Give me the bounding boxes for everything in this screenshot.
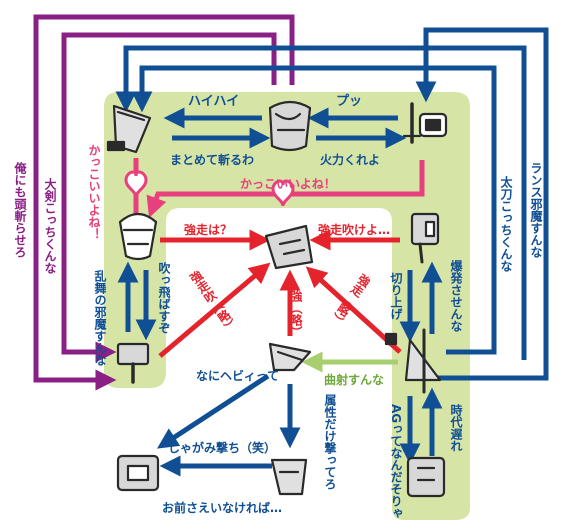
- lance-icon: [404, 328, 442, 394]
- great-sword-to-hunting-horn-connector: [33, 14, 295, 391]
- great-sword-icon: [106, 104, 152, 154]
- label-ranbu: 乱舞の邪魔すんな: [93, 269, 107, 367]
- long-sword-to-great-sword-connector: [131, 65, 497, 355]
- label-jidai: 時代遅れ: [449, 403, 463, 452]
- label-kakkoii-vertical: かっこいいよね！: [87, 144, 101, 240]
- blue-outer-connectors: [115, 27, 549, 381]
- long-sword-icon: [384, 332, 398, 346]
- great-sword-to-hammer-connector: [61, 32, 277, 363]
- label-kyousou-fuki: 強走吹けよ…: [318, 222, 390, 237]
- label-kiriage: 切り上げ: [389, 272, 403, 321]
- heavy-bowgun-icon: [116, 454, 160, 492]
- charge-blade-icon: [406, 456, 446, 498]
- label-shagami: しゃがみ撃ち（笑）: [168, 440, 276, 455]
- label-daiken: 大剣こっちくんな: [43, 177, 57, 275]
- purple-connectors: [33, 14, 295, 391]
- label-kyousou-wa: 強走は？: [184, 222, 232, 237]
- label-kyokusha: 曲射すんな: [324, 372, 384, 387]
- blue-inner-arrows: [117, 107, 443, 477]
- long-sword-to-lance-connector: [415, 27, 549, 381]
- label-ore-mo: 俺にも頭斬らせろ: [13, 161, 27, 258]
- label-kakkoii-horizontal: かっこいいよね！: [240, 177, 336, 191]
- label-nani-heavy: なにヘビィって: [196, 368, 279, 383]
- label-lance-jama: ランス邪魔すんな: [529, 162, 543, 259]
- label-zokusei: 属性だけ撃ってろ: [323, 394, 337, 490]
- label-ag: AGってなんだそりゃ: [389, 404, 403, 519]
- label-matomete: まとめて斬るわ: [170, 152, 254, 167]
- label-puh: プッ: [336, 94, 362, 109]
- label-kyou-ryaku: 強（略）: [289, 289, 303, 338]
- arrow-hammer-to-insect-glaive: [158, 262, 271, 358]
- melee-region-background: [104, 92, 470, 520]
- label-bakuhatsu: 爆発させんな: [449, 259, 463, 333]
- heart-icon: [124, 170, 148, 198]
- hunting-horn-icon: [268, 100, 312, 152]
- label-omae: お前さえいなければ…: [162, 500, 282, 515]
- label-tachi: 太刀こっちくんな: [499, 175, 513, 273]
- dual-blades-icon: [118, 212, 158, 261]
- light-bowgun-icon: [270, 458, 308, 496]
- arrow-bow-to-heavy-bowgun: [156, 373, 270, 449]
- sword-and-shield-icon: [402, 102, 448, 144]
- bow-icon: [268, 342, 312, 372]
- heart-icon: [271, 179, 295, 207]
- switch-axe-icon: [410, 212, 440, 264]
- label-haihai: ハイハイ: [188, 94, 239, 109]
- hammer-icon: [116, 342, 150, 384]
- insect-glaive-icon: [264, 224, 314, 270]
- lance-to-great-sword-connector: [115, 45, 527, 360]
- label-karyoku: 火力くれよ: [320, 152, 380, 167]
- label-fukki-tobasu: 吹っ飛ばすぞ: [157, 261, 171, 334]
